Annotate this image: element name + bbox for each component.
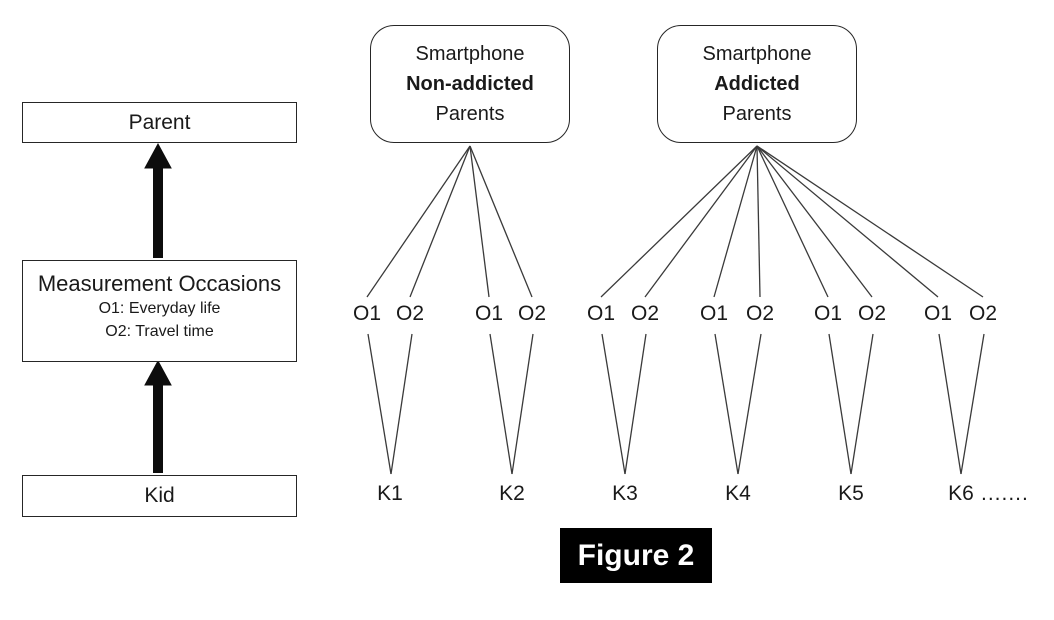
fan-line	[644, 145, 758, 298]
group-line: Smartphone	[415, 43, 525, 65]
arrow-head	[144, 142, 172, 169]
v-line	[601, 333, 626, 475]
v-line	[489, 333, 513, 475]
arrow-measurement-to-parent	[144, 142, 172, 258]
fan-line	[366, 145, 471, 298]
occasion-label-o1-k5: O1	[813, 302, 843, 325]
kid-label-k4: K4	[725, 482, 751, 505]
fan-line	[756, 145, 984, 298]
group-box-addicted-parents: Smartphone Addicted Parents	[657, 25, 857, 143]
parent-box-label: Parent	[128, 110, 191, 134]
occasion-label-o2-k5: O2	[857, 302, 887, 325]
v-line	[390, 333, 413, 475]
kid-label-k1: K1	[377, 482, 403, 505]
fan-line	[756, 145, 829, 298]
v-line	[714, 333, 739, 475]
arrow-head	[144, 359, 172, 386]
v-line	[938, 333, 962, 475]
occasion-label-o1-k3: O1	[586, 302, 616, 325]
group-line: Smartphone	[702, 43, 812, 65]
fan-line	[756, 145, 761, 298]
fan-addicted	[600, 145, 984, 298]
v-line	[624, 333, 647, 475]
occasion-label-o2-k2: O2	[517, 302, 547, 325]
kid-box-label: Kid	[144, 484, 175, 507]
occasion-label-o2-k6: O2	[968, 302, 998, 325]
v-line	[828, 333, 852, 475]
fan-line	[469, 145, 533, 298]
occasion-label-o2-k1: O2	[395, 302, 425, 325]
group-box-nonaddicted-parents: Smartphone Non-addicted Parents	[370, 25, 570, 143]
fan-line	[713, 145, 758, 298]
fan-line	[756, 145, 939, 298]
occasion-label-o1-k6: O1	[923, 302, 953, 325]
measurement-occasions-box: Measurement Occasions O1: Everyday life …	[22, 260, 297, 362]
v-line	[960, 333, 985, 475]
kid-label-k2: K2	[499, 482, 525, 505]
occasion-label-o1-k4: O1	[699, 302, 729, 325]
v-line	[850, 333, 874, 475]
kid-label-k3: K3	[612, 482, 638, 505]
fan-nonaddicted	[366, 145, 533, 298]
measurement-box-title: Measurement Occasions	[37, 271, 282, 296]
v-line	[511, 333, 534, 475]
fan-line	[469, 145, 490, 298]
group-line: Parents	[722, 103, 792, 125]
occasion-label-o1-k1: O1	[352, 302, 382, 325]
kid-label-k5: K5	[838, 482, 864, 505]
figure-caption: Figure 2	[560, 528, 712, 583]
measurement-box-line2: O2: Travel time	[105, 323, 214, 340]
fan-line	[409, 145, 471, 298]
kid-label-k6: K6	[948, 482, 974, 505]
occasion-label-o1-k2: O1	[474, 302, 504, 325]
group-line-emphasis: Non-addicted	[406, 73, 534, 95]
group-line-emphasis: Addicted	[714, 73, 800, 95]
figure-caption-label: Figure 2	[577, 538, 695, 572]
ellipsis-more-kids: .......	[981, 482, 1029, 505]
v-line	[737, 333, 762, 475]
fan-line	[756, 145, 873, 298]
parent-box: Parent	[22, 102, 297, 143]
kid-box: Kid	[22, 475, 297, 517]
group-line: Parents	[435, 103, 505, 125]
occasion-label-o2-k3: O2	[630, 302, 660, 325]
occasion-label-o2-k4: O2	[745, 302, 775, 325]
fan-line	[600, 145, 758, 298]
arrow-kid-to-measurement	[144, 359, 172, 473]
occasion-kid-lines	[367, 333, 985, 475]
measurement-box-line1: O1: Everyday life	[98, 300, 221, 317]
v-line	[367, 333, 392, 475]
